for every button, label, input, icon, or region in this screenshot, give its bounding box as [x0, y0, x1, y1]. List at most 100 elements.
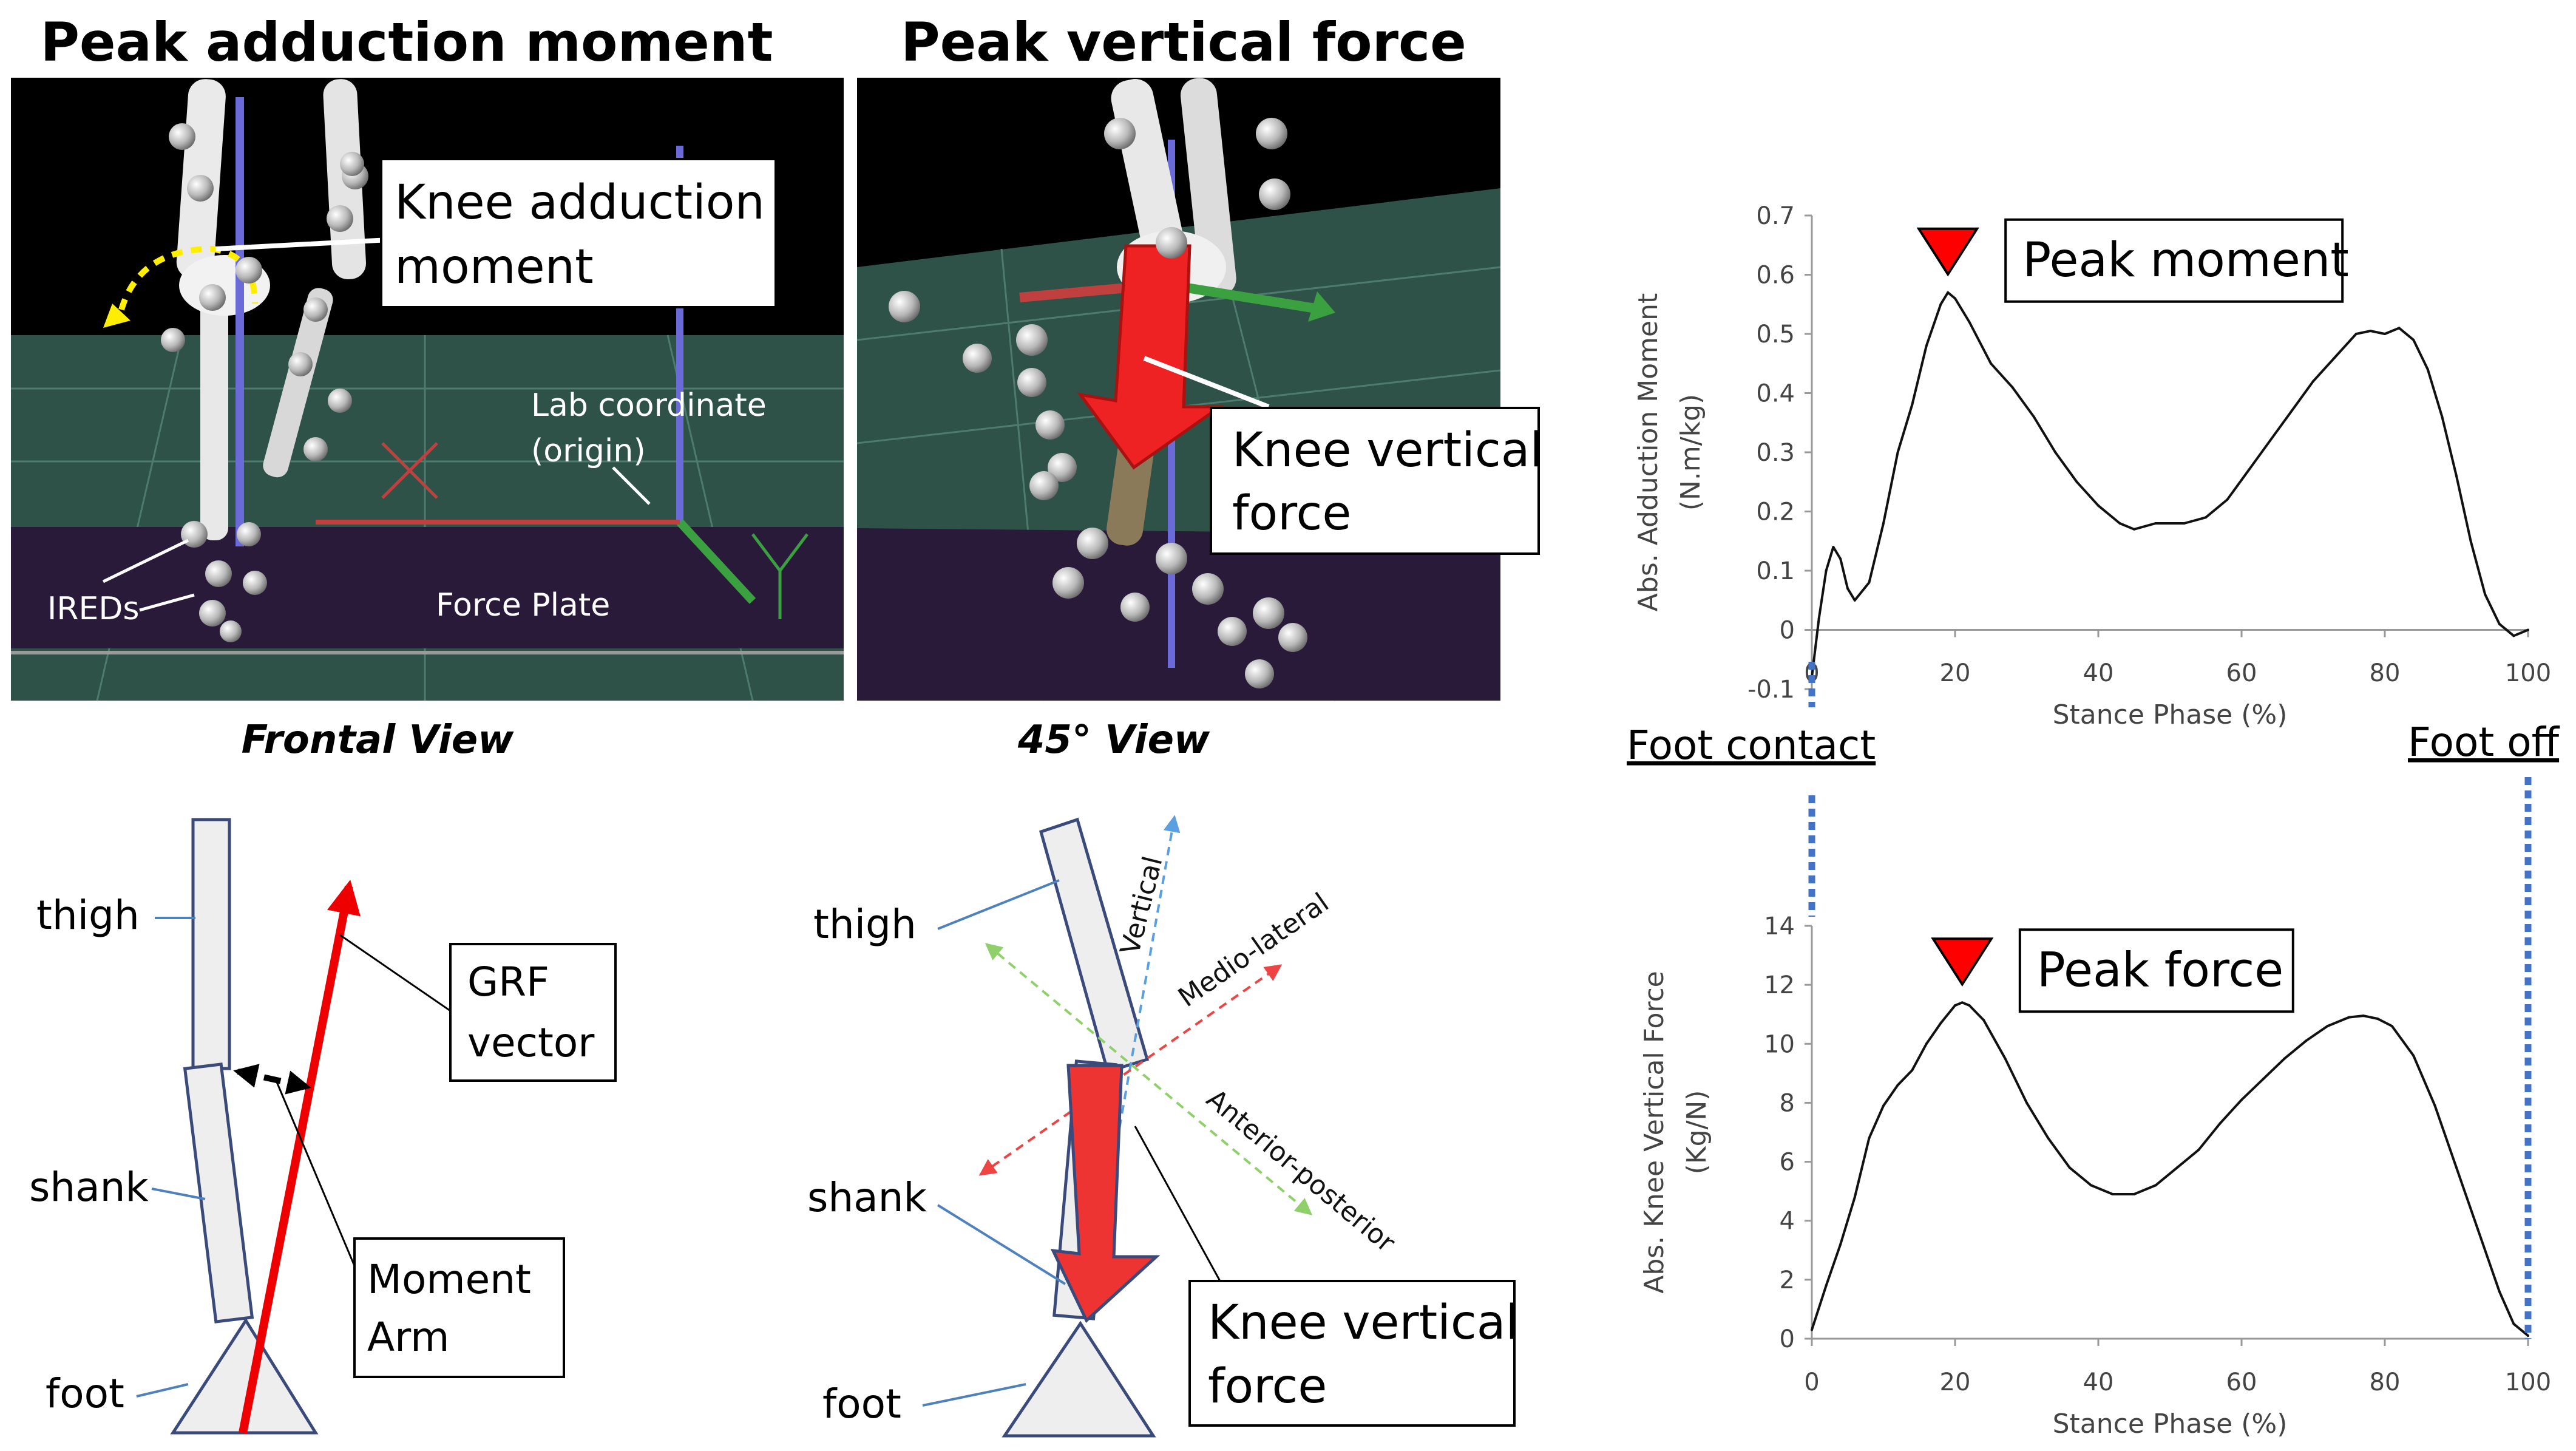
chart2-point	[2111, 1193, 2114, 1195]
chart2-point	[2218, 1122, 2222, 1125]
chart1-point	[1896, 451, 1899, 454]
chart1-point	[2398, 327, 2401, 330]
chart2-point	[1982, 1019, 1985, 1022]
anteroposterior-axis-label: Anterior-posterior	[1201, 1083, 1402, 1259]
chart1-point	[1968, 321, 1971, 324]
oblique-foot-shape	[1002, 1320, 1156, 1438]
chart2-point	[2376, 1018, 2379, 1020]
chart2-y-tick-label: 10	[1764, 1030, 1795, 1058]
chart1-point	[2426, 368, 2429, 371]
oblique-render: Knee vertical force	[856, 78, 1543, 701]
svg-text:vector: vector	[467, 1019, 595, 1066]
chart2-y-tick-label: 2	[1780, 1266, 1795, 1294]
callout-adduction-line2: moment	[395, 240, 594, 294]
chart2-point	[2262, 1078, 2265, 1081]
chart2-point	[2133, 1193, 2135, 1195]
chart1-point	[2312, 380, 2314, 382]
chart1-point	[2527, 628, 2529, 631]
chart1-point	[2183, 522, 2186, 525]
chart2-point	[1961, 1001, 1964, 1004]
chart1-point	[2369, 330, 2372, 333]
chart1-point	[1839, 557, 1842, 560]
svg-text:force: force	[1232, 486, 1351, 541]
chart2-y-axis-label: Abs. Knee Vertical Force	[1639, 971, 1670, 1294]
oblique-thigh-label: thigh	[813, 901, 917, 948]
shank-segment	[183, 1062, 254, 1324]
chart1-point	[1947, 291, 1950, 294]
anteroposterior-axis-arrow	[985, 943, 1313, 1215]
chart2-y-axis-unit: (Kg/N)	[1681, 1090, 1712, 1175]
title-frontal: Peak adduction moment	[40, 11, 773, 73]
chart1-y-axis-unit: (N.m/kg)	[1675, 394, 1706, 511]
chart2-point	[2348, 1016, 2350, 1019]
chart1-point	[2469, 540, 2472, 543]
chart2-peak-label: Peak force	[2037, 943, 2283, 997]
callout-box-vertical	[1210, 407, 1540, 555]
chart2-point	[2197, 1149, 2200, 1152]
chart2-x-tick-label: 60	[2226, 1368, 2257, 1396]
lab-coordinate-line2: (origin)	[531, 433, 646, 469]
chart2-point	[2498, 1290, 2501, 1293]
oblique-diagram: Vertical Medio-lateral Anterior-posterio…	[807, 815, 1519, 1438]
chart1-point	[2384, 333, 2386, 335]
frontal-shank-label: shank	[29, 1164, 149, 1211]
chart2-point	[2412, 1054, 2415, 1057]
chart2-point	[1954, 1004, 1956, 1007]
chart2-point	[2090, 1184, 2093, 1187]
chart2-point	[2527, 1334, 2529, 1337]
chart2-point	[2326, 1025, 2329, 1028]
chart2-peak-box	[2018, 928, 2294, 1013]
chart1-y-tick-label: -0.1	[1747, 676, 1795, 704]
chart2-y-tick-label: 14	[1764, 912, 1795, 940]
chart2-point	[1896, 1084, 1899, 1087]
chart1-point	[2269, 439, 2272, 442]
callout-box-adduction	[380, 158, 777, 308]
chart1-point	[1832, 546, 1835, 548]
chart2-y-tick-label: 4	[1780, 1208, 1795, 1235]
chart1-x-tick-label: 100	[2505, 659, 2551, 687]
chart2-point	[2025, 1101, 2028, 1104]
grf-box	[449, 943, 617, 1082]
chart1-y-tick-label: 0.5	[1756, 321, 1795, 348]
chart1-x-tick-label: 60	[2226, 659, 2257, 687]
chart1-point	[1817, 617, 1820, 619]
chart1-point	[2133, 528, 2135, 531]
chart2-x-tick-label: 100	[2505, 1368, 2551, 1396]
svg-text:Moment: Moment	[367, 1256, 531, 1303]
chart1-x-tick-label: 40	[2083, 659, 2114, 687]
chart1-y-tick-label: 0.7	[1756, 202, 1795, 230]
moment-arm-line2: Arm	[367, 1314, 449, 1361]
chart1-point	[2075, 480, 2078, 483]
caption-oblique: 45° View	[1017, 718, 1210, 763]
chart2-point	[2455, 1166, 2458, 1169]
chart1-y-tick-label: 0.6	[1756, 262, 1795, 290]
chart2-point	[2390, 1025, 2393, 1028]
chart1-point	[1853, 599, 1856, 602]
lab-coordinate-line1: Lab coordinate	[531, 387, 767, 424]
chart1-point	[2484, 593, 2487, 596]
grf-vector	[239, 880, 361, 1434]
moment-arm-box	[353, 1237, 565, 1378]
chart1-point	[2441, 415, 2444, 418]
frontal-diagram: thigh shank foot GRF vector Moment Arm	[29, 818, 617, 1435]
chart2-point	[1882, 1104, 1885, 1107]
frontal-thigh-label: thigh	[36, 892, 140, 939]
svg-text:Knee vertical: Knee vertical	[1208, 1296, 1519, 1350]
chart1-y-tick-label: 0.1	[1756, 557, 1795, 585]
chart2-point	[1968, 1004, 1971, 1007]
chart1-y-tick-label: 0.2	[1756, 498, 1795, 526]
chart2-x-tick-label: 80	[2370, 1368, 2401, 1396]
chart2-x-tick-label: 40	[2083, 1368, 2114, 1396]
chart2-point	[1911, 1069, 1914, 1072]
chart2-point	[1939, 1022, 1942, 1025]
caption-frontal: Frontal View	[242, 718, 515, 763]
grf-label-line2: vector	[467, 1019, 595, 1066]
chart2-x-axis-label: Stance Phase (%)	[2053, 1409, 2288, 1439]
knee-force-line1: Knee vertical	[1208, 1296, 1519, 1350]
chart1-point	[2118, 522, 2121, 525]
chart2-point	[1853, 1195, 1856, 1198]
chart2-point	[1839, 1243, 1842, 1246]
chart1-series-line	[1811, 291, 2529, 678]
